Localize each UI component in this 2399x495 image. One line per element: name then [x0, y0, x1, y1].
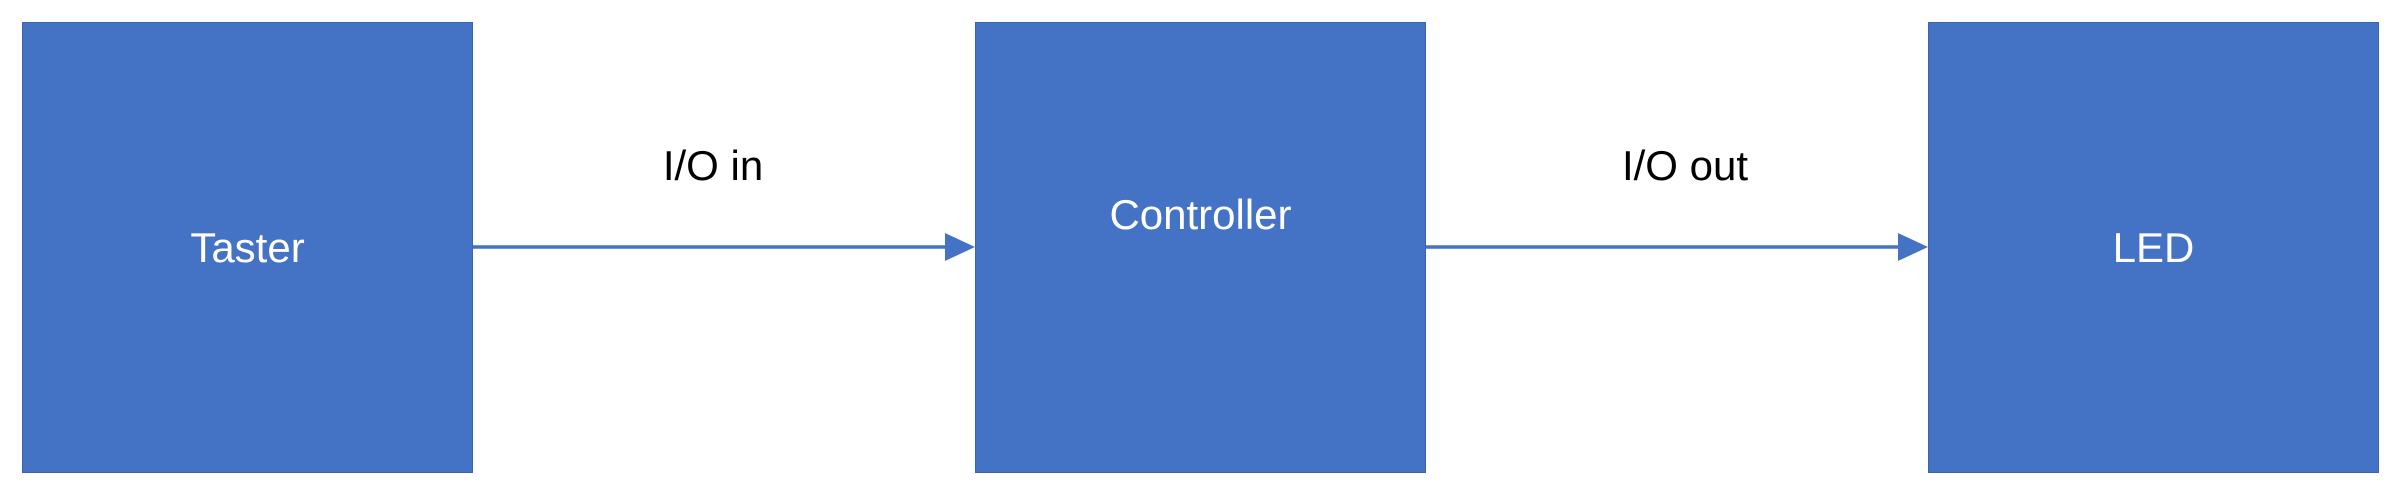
controller-block: Controller	[975, 22, 1426, 473]
arrowhead-io-out	[1898, 233, 1928, 261]
arrowhead-io-in	[945, 233, 975, 261]
taster-label: Taster	[190, 223, 305, 271]
taster-block: Taster	[22, 22, 473, 473]
led-block: LED	[1928, 22, 2379, 473]
arrow-taster-to-controller	[473, 233, 975, 261]
controller-label: Controller	[1109, 191, 1292, 238]
io-in-label: I/O in	[662, 142, 764, 189]
io-out-label: I/O out	[1621, 142, 1749, 189]
arrow-controller-to-led	[1426, 233, 1928, 261]
led-label: LED	[2112, 223, 2195, 271]
